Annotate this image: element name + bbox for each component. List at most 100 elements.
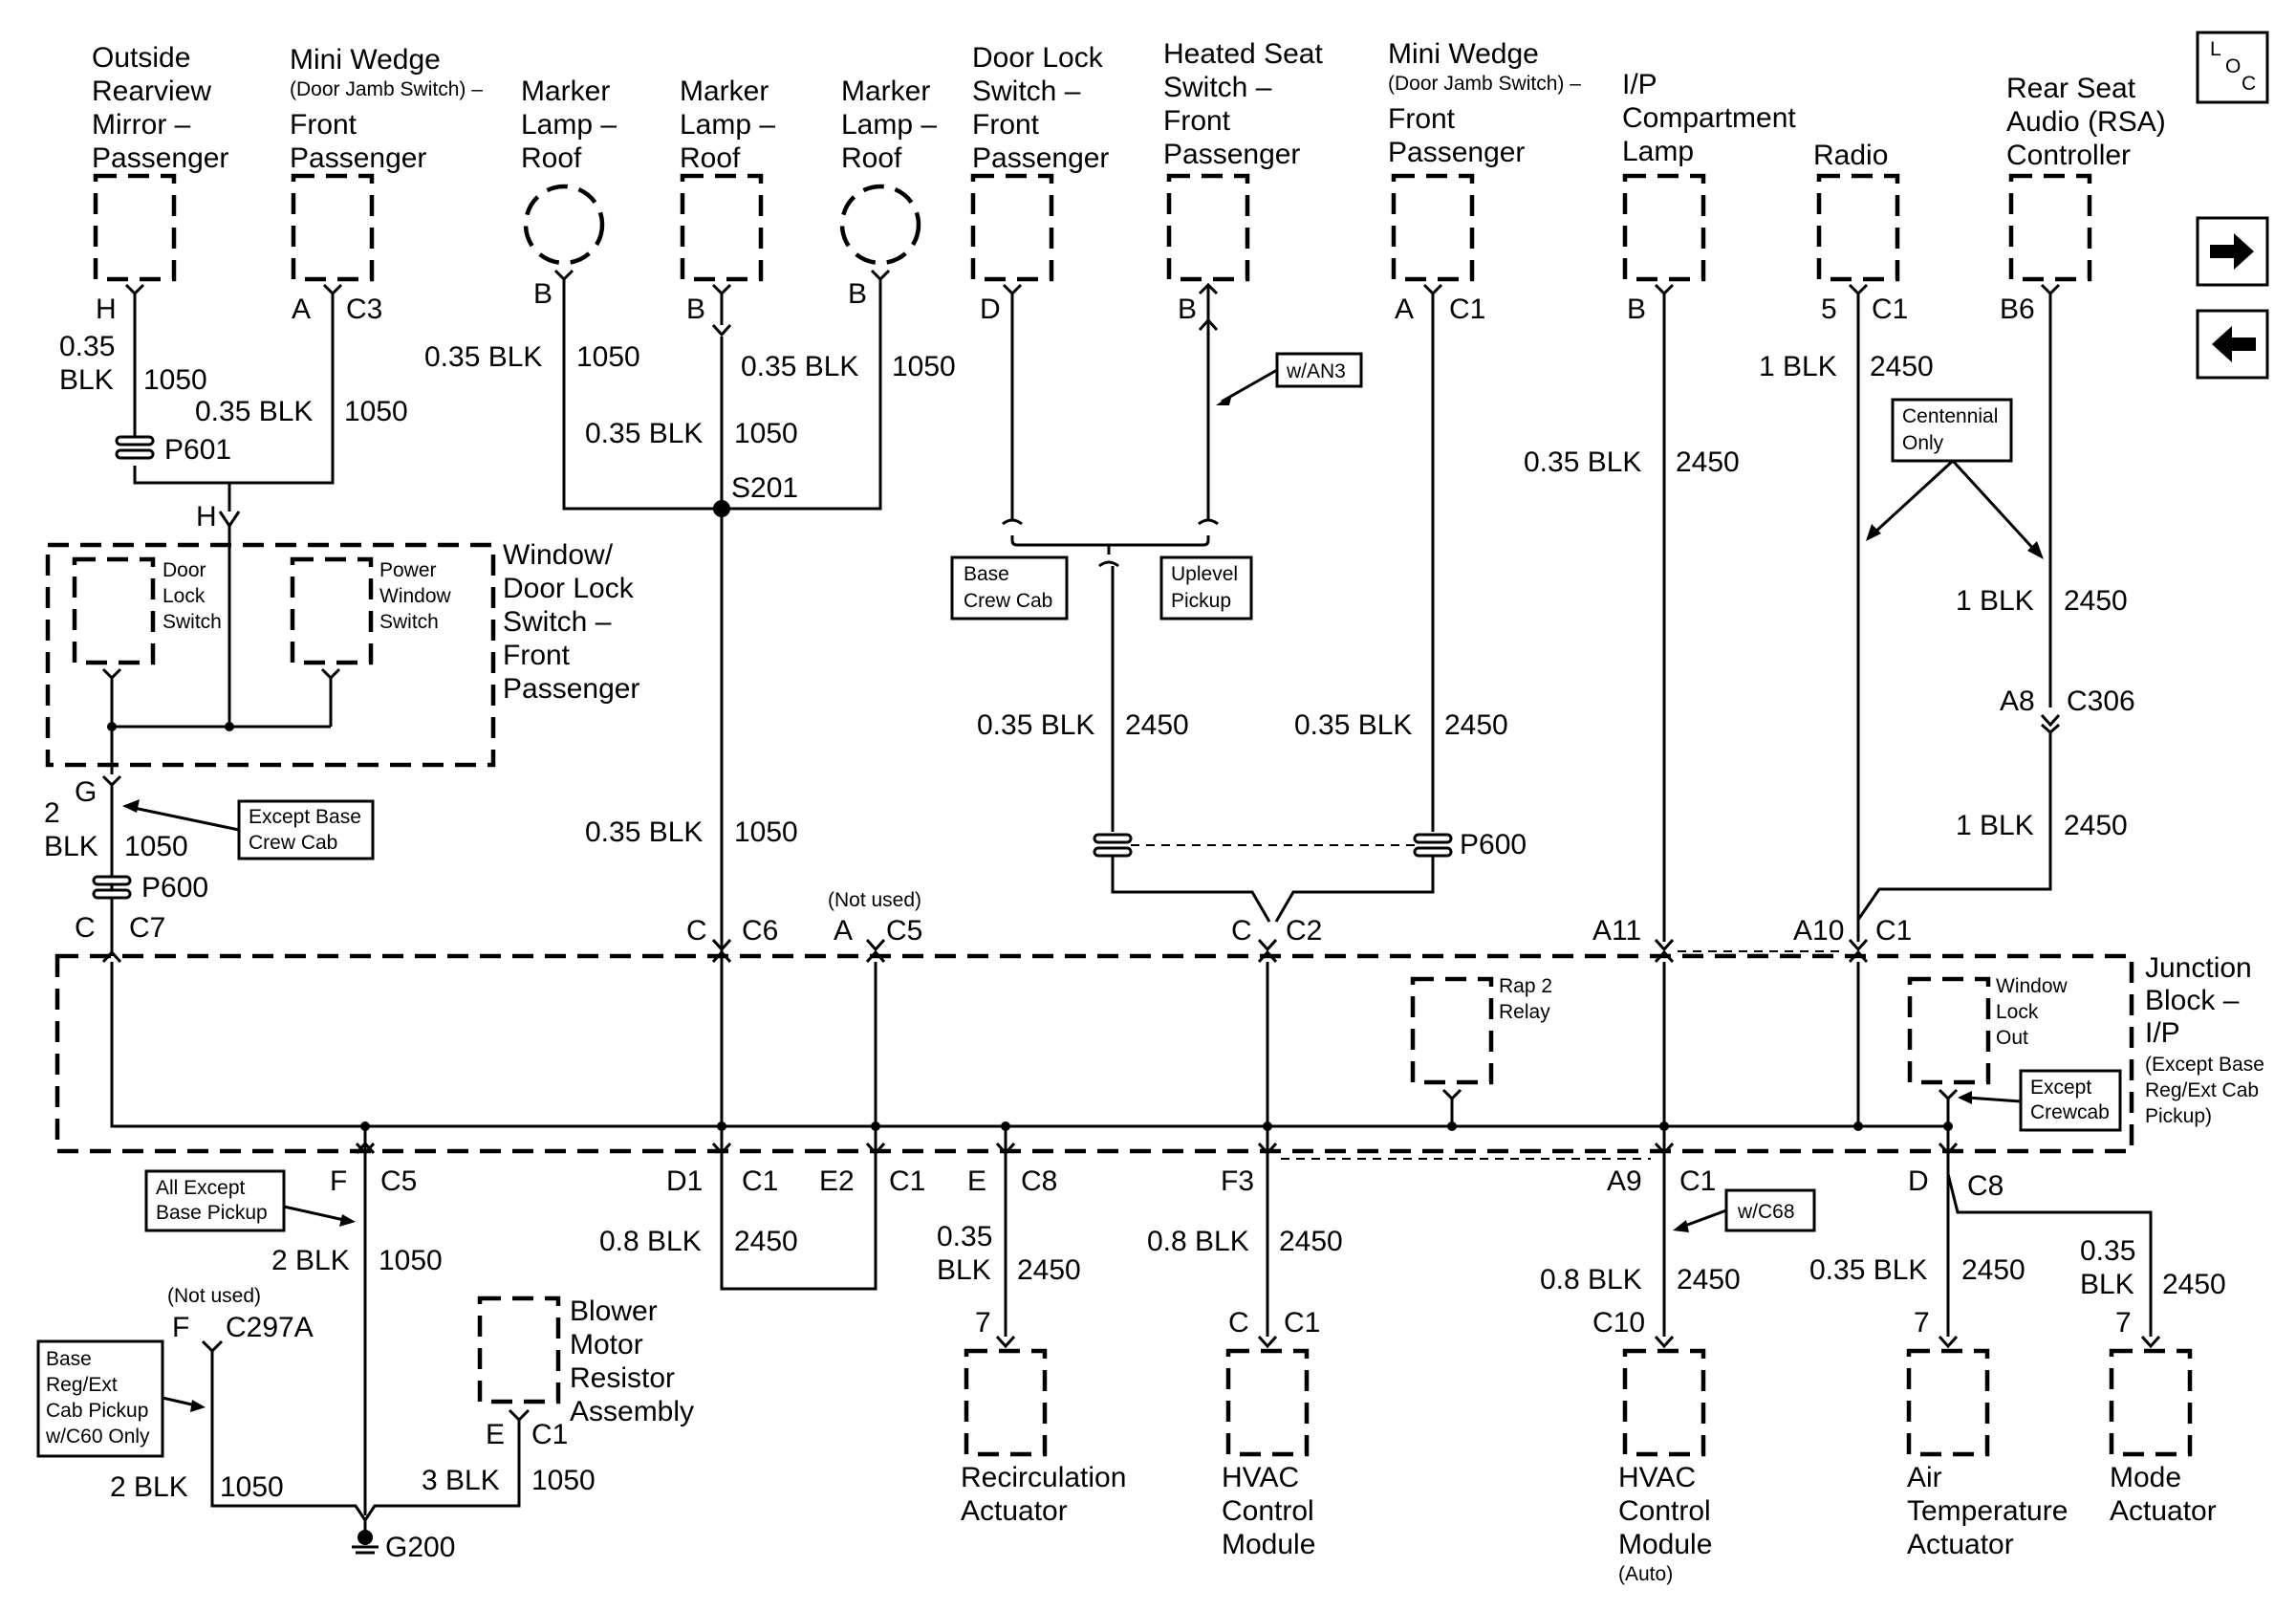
svg-text:1050: 1050 xyxy=(576,341,640,373)
svg-text:(Not used): (Not used) xyxy=(828,889,921,911)
svg-text:0.8 BLK: 0.8 BLK xyxy=(1540,1264,1642,1295)
recirculation-actuator-label: Recirculation Actuator xyxy=(961,1462,1126,1527)
svg-text:Reg/Ext: Reg/Ext xyxy=(46,1374,118,1396)
svg-text:Passenger: Passenger xyxy=(290,142,426,174)
svg-text:Roof: Roof xyxy=(680,142,741,174)
svg-text:Marker: Marker xyxy=(841,76,930,107)
svg-text:Marker: Marker xyxy=(680,76,769,107)
svg-text:Temperature: Temperature xyxy=(1907,1495,2068,1527)
svg-text:(Door Jamb Switch) –: (Door Jamb Switch) – xyxy=(1388,73,1581,95)
svg-text:C1: C1 xyxy=(1284,1307,1320,1339)
svg-text:E2: E2 xyxy=(819,1165,855,1197)
svg-text:0.35 BLK: 0.35 BLK xyxy=(1524,446,1641,478)
svg-text:C1: C1 xyxy=(1872,294,1908,325)
svg-text:2450: 2450 xyxy=(1961,1254,2025,1286)
svg-text:Audio (RSA): Audio (RSA) xyxy=(2006,106,2166,138)
svg-text:Passenger: Passenger xyxy=(1388,137,1525,168)
door-lock-switch-sub xyxy=(72,556,156,665)
svg-text:Mirror –: Mirror – xyxy=(92,109,191,141)
svg-text:C: C xyxy=(1231,915,1252,947)
svg-text:Crewcab: Crewcab xyxy=(2030,1101,2110,1123)
marker-lamp-2 xyxy=(680,173,764,282)
svg-text:Front: Front xyxy=(290,109,357,141)
svg-text:(Not used): (Not used) xyxy=(167,1285,261,1307)
svg-text:Motor: Motor xyxy=(570,1329,643,1361)
svg-text:Reg/Ext Cab: Reg/Ext Cab xyxy=(2145,1079,2259,1101)
svg-text:BLK: BLK xyxy=(937,1254,991,1286)
svg-text:I/P: I/P xyxy=(2145,1017,2180,1049)
svg-text:C1: C1 xyxy=(1449,294,1485,325)
air-temperature-actuator xyxy=(1906,1348,1990,1457)
svg-text:1050: 1050 xyxy=(143,364,207,396)
mini-wedge-component-1 xyxy=(291,173,375,282)
svg-text:2 BLK: 2 BLK xyxy=(110,1471,188,1503)
svg-text:(Except Base: (Except Base xyxy=(2145,1054,2264,1076)
mini-wedge-label-2: Mini Wedge (Door Jamb Switch) – Front Pa… xyxy=(1388,38,1581,168)
heated-seat-switch-component xyxy=(1166,173,1250,282)
mode-actuator xyxy=(2109,1348,2193,1457)
svg-text:Except: Except xyxy=(2030,1077,2091,1099)
svg-text:Air: Air xyxy=(1907,1462,1942,1493)
svg-text:2450: 2450 xyxy=(2064,810,2128,841)
svg-text:Window: Window xyxy=(379,585,452,607)
svg-text:0.35 BLK: 0.35 BLK xyxy=(1294,709,1412,741)
hvac-control-module-label: HVAC Control Module xyxy=(1222,1462,1315,1560)
svg-text:Pickup: Pickup xyxy=(1171,590,1231,612)
svg-text:B: B xyxy=(533,278,552,310)
svg-text:Compartment: Compartment xyxy=(1622,102,1796,134)
svg-text:Switch: Switch xyxy=(379,611,439,633)
junction-block-label: Junction Block – I/P (Except Base Reg/Ex… xyxy=(2145,952,2264,1127)
svg-text:Actuator: Actuator xyxy=(1907,1529,2014,1560)
mini-wedge-component-2 xyxy=(1391,173,1475,282)
svg-text:0.35: 0.35 xyxy=(937,1221,992,1252)
svg-text:Base Pickup: Base Pickup xyxy=(156,1202,268,1224)
svg-text:2450: 2450 xyxy=(1017,1254,1081,1286)
svg-text:C2: C2 xyxy=(1286,915,1322,947)
svg-text:7: 7 xyxy=(2115,1307,2132,1339)
svg-text:0.35 BLK: 0.35 BLK xyxy=(585,418,703,449)
svg-text:0.35: 0.35 xyxy=(2080,1235,2135,1267)
svg-text:3 BLK: 3 BLK xyxy=(422,1465,500,1496)
svg-text:2: 2 xyxy=(44,797,60,829)
svg-text:Module: Module xyxy=(1222,1529,1315,1560)
svg-text:2450: 2450 xyxy=(1279,1226,1343,1257)
svg-text:C5: C5 xyxy=(886,915,922,947)
svg-text:Relay: Relay xyxy=(1499,1001,1550,1023)
power-window-sub-label: Power Window Switch xyxy=(379,559,452,633)
svg-text:O: O xyxy=(2225,55,2241,77)
svg-text:E: E xyxy=(967,1165,986,1197)
note-except-base-crew-cab: Except Base Crew Cab xyxy=(237,799,375,860)
note-centennial-only: Centennial Only xyxy=(1891,398,2013,463)
svg-text:Lock: Lock xyxy=(1996,1001,2039,1023)
door-lock-switch-component xyxy=(970,173,1054,282)
svg-text:G: G xyxy=(75,776,97,808)
svg-text:7: 7 xyxy=(1914,1307,1930,1339)
junction-block-ip xyxy=(54,953,2134,1154)
prev-page-icon[interactable] xyxy=(2196,309,2269,380)
svg-text:C: C xyxy=(1228,1307,1249,1339)
svg-text:I/P: I/P xyxy=(1622,69,1657,100)
air-temperature-actuator-label: Air Temperature Actuator xyxy=(1907,1462,2068,1560)
rsa-controller-label: Rear Seat Audio (RSA) Controller xyxy=(2006,73,2166,171)
svg-text:Junction: Junction xyxy=(2145,952,2252,984)
hvac-control-module-auto xyxy=(1622,1348,1706,1457)
wire-2450-airtemp xyxy=(1938,1153,1959,1349)
svg-text:0.35 BLK: 0.35 BLK xyxy=(741,351,858,382)
svg-text:1050: 1050 xyxy=(344,396,408,427)
svg-text:C1: C1 xyxy=(1875,915,1912,947)
marker-lamp-label-3: Marker Lamp – Roof xyxy=(841,76,937,174)
note-base-crew-cab: Base Crew Cab xyxy=(950,555,1069,620)
svg-text:Lamp –: Lamp – xyxy=(521,109,617,141)
next-page-icon[interactable] xyxy=(2196,216,2269,287)
blower-motor-label: Blower Motor Resistor Assembly xyxy=(570,1295,694,1427)
svg-text:H: H xyxy=(96,294,117,325)
svg-text:Base: Base xyxy=(964,563,1009,585)
loc-icon[interactable]: L O C xyxy=(2196,31,2269,104)
blower-motor-resistor xyxy=(477,1295,561,1404)
rsa-controller-component xyxy=(2008,173,2092,282)
svg-text:C3: C3 xyxy=(346,294,382,325)
splice-s201 xyxy=(713,500,730,517)
svg-text:Cab Pickup: Cab Pickup xyxy=(46,1400,148,1422)
wire-1050-mirror xyxy=(133,294,231,512)
svg-text:Except Base: Except Base xyxy=(249,806,361,828)
